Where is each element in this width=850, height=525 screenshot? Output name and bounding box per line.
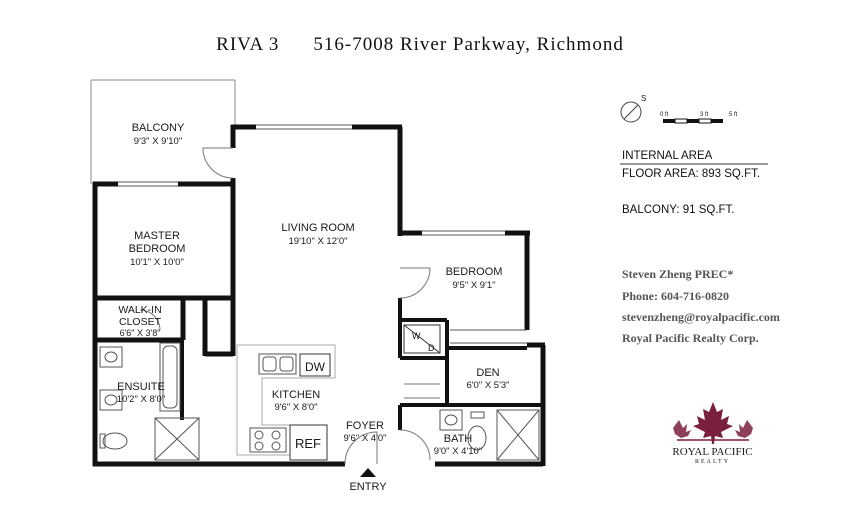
room-labels: BALCONY 9'3" X 9'10" MASTER BEDROOM 10'1… [117, 122, 510, 493]
exterior-walls [92, 124, 546, 467]
agent-name: Steven Zheng PREC* [622, 267, 734, 281]
dishwasher-label: DW [305, 360, 326, 374]
kitchen-sink [258, 353, 297, 375]
master-bedroom-name-2: BEDROOM [129, 243, 186, 255]
brand-subtitle: REALTY [694, 459, 731, 465]
kitchen-counter [236, 344, 336, 456]
kitchen-dims: 9'6" X 8'0" [274, 402, 317, 413]
doors [139, 147, 440, 465]
scale-label-3: 3 ft [700, 112, 709, 118]
unit-address: 516-7008 River Parkway, Richmond [313, 34, 624, 55]
foyer-name: FOYER [346, 420, 384, 432]
scale-bar: 0 ft 3 ft 5 ft [660, 112, 738, 124]
master-bedroom-name-1: MASTER [134, 230, 180, 242]
ensuite-dims: 10'2" X 8'0" [117, 394, 165, 405]
foyer-dims: 9'6" X 4'0" [343, 433, 386, 444]
bath-fixtures [439, 409, 540, 461]
brand-name: ROYAL PACIFIC [672, 446, 753, 458]
balcony-dims: 9'3" X 9'10" [134, 136, 182, 147]
den-name: DEN [476, 367, 499, 379]
scale-label-0: 0 ft [660, 112, 669, 118]
closet-name-1: WALK-IN [118, 304, 161, 316]
windows [118, 124, 527, 344]
agent-email[interactable]: stevenzheng@royalpacific.com [622, 310, 780, 324]
unit-name: RIVA 3 [216, 34, 280, 55]
washer-dryer: W D [403, 324, 441, 354]
balcony-outline [90, 79, 236, 184]
bath-name: BATH [444, 433, 473, 445]
balcony-name: BALCONY [132, 122, 185, 134]
dryer-label: D [428, 343, 435, 353]
compass-icon: S [620, 94, 646, 123]
refrigerator: REF [289, 424, 328, 461]
area-heading: INTERNAL AREA [622, 150, 713, 162]
agent-phone: Phone: 604-716-0820 [622, 289, 729, 303]
balcony-area: BALCONY: 91 SQ.FT. [622, 204, 735, 216]
scale-label-5: 5 ft [729, 112, 738, 118]
bath-dims: 9'0" X 4'10" [434, 446, 482, 457]
living-room-name: LIVING ROOM [281, 222, 354, 234]
refrigerator-label: REF [295, 436, 321, 451]
ensuite-fixtures [99, 342, 200, 461]
floor-area: FLOOR AREA: 893 SQ.FT. [622, 168, 761, 180]
entry-label: ENTRY [349, 481, 387, 493]
bedroom-name: BEDROOM [446, 266, 503, 278]
plan-title: RIVA 3 516-7008 River Parkway, Richmond [150, 34, 690, 56]
ensuite-name: ENSUITE [117, 381, 165, 393]
closet-dims: 6'6" X 3'8" [120, 328, 161, 338]
compass-label: S [641, 94, 646, 103]
bedroom-dims: 9'5" X 9'1" [452, 280, 495, 291]
maple-leaf-logo-icon [673, 402, 753, 444]
master-bedroom-dims: 10'1" X 10'0" [130, 257, 184, 268]
dishwasher: DW [299, 353, 331, 377]
den-dims: 6'0" X 5'3" [466, 380, 509, 391]
washer-label: W [412, 331, 421, 341]
interior-walls [180, 298, 543, 430]
agent-company: Royal Pacific Realty Corp. [622, 331, 759, 345]
entry-arrow [360, 468, 376, 477]
cooktop [249, 427, 287, 453]
closet-name-2: CLOSET [119, 316, 162, 328]
kitchen-name: KITCHEN [272, 389, 320, 401]
living-room-dims: 19'10" X 12'0" [289, 236, 348, 247]
